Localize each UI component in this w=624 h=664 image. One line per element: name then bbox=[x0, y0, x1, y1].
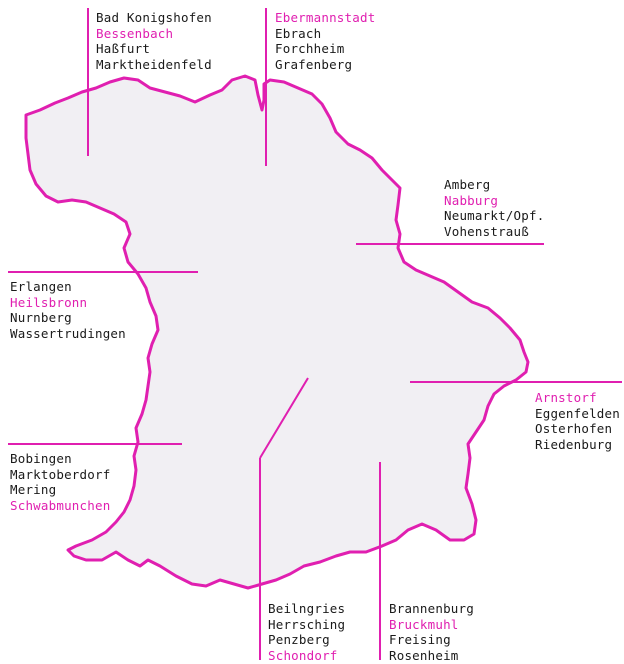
town-label: Brannenburg bbox=[389, 601, 474, 616]
town-group-south-central: Beilngries Herrsching Penzberg Schondorf bbox=[268, 601, 345, 663]
town-label: Grafenberg bbox=[275, 56, 353, 72]
town-group-north-central: Ebermannstadt Ebrach Forchheim Grafenber… bbox=[275, 10, 375, 72]
town-label: Osterhofen bbox=[535, 421, 613, 436]
town-group-north-west: Bad Konigshofen Bessenbach Haßfurt Markt… bbox=[96, 10, 212, 72]
town-label: Nabburg bbox=[444, 192, 499, 208]
town-label: Marktheidenfeld bbox=[96, 56, 212, 72]
town-label: Bobingen bbox=[10, 451, 72, 466]
town-label: Penzberg bbox=[268, 632, 330, 647]
town-group-south-east: Brannenburg Bruckmuhl Freising Rosenheim bbox=[389, 601, 474, 663]
town-label: Eggenfelden bbox=[535, 405, 620, 421]
town-label: Riedenburg bbox=[535, 436, 613, 452]
town-label: Wassertrudingen bbox=[10, 325, 126, 341]
town-label: Freising bbox=[389, 632, 451, 647]
leader-line-south-central bbox=[259, 377, 309, 459]
town-label: Bruckmuhl bbox=[389, 616, 459, 632]
town-label: Rosenheim bbox=[389, 647, 459, 663]
town-label: Arnstorf bbox=[535, 390, 597, 405]
town-group-west: Erlangen Heilsbronn Nurnberg Wassertrudi… bbox=[10, 279, 126, 341]
town-label: Herrsching bbox=[268, 616, 346, 632]
town-group-east: Arnstorf Eggenfelden Osterhofen Riedenbu… bbox=[535, 390, 620, 452]
town-label: Schwabmunchen bbox=[10, 497, 111, 513]
town-label: Erlangen bbox=[10, 279, 72, 294]
town-label: Haßfurt bbox=[96, 41, 151, 56]
town-label: Heilsbronn bbox=[10, 294, 88, 310]
town-label: Mering bbox=[10, 482, 57, 497]
town-label: Neumarkt/Opf. bbox=[444, 208, 545, 223]
leader-lines bbox=[8, 8, 622, 660]
town-label: Bessenbach bbox=[96, 25, 174, 41]
town-label: Marktoberdorf bbox=[10, 466, 111, 482]
town-label: Nurnberg bbox=[10, 310, 72, 325]
town-label: Bad Konigshofen bbox=[96, 10, 212, 25]
town-label: Ebermannstadt bbox=[275, 10, 376, 25]
bavaria-outline bbox=[24, 74, 530, 590]
town-label: Amberg bbox=[444, 177, 491, 192]
town-label: Beilngries bbox=[268, 601, 346, 616]
town-group-south-west: Bobingen Marktoberdorf Mering Schwabmunc… bbox=[10, 451, 110, 513]
town-label: Ebrach bbox=[275, 25, 322, 41]
town-label: Schondorf bbox=[268, 647, 338, 663]
town-label: Vohenstrauß bbox=[444, 223, 529, 239]
town-label: Forchheim bbox=[275, 41, 345, 56]
town-group-north-east: Amberg Nabburg Neumarkt/Opf. Vohenstrauß bbox=[444, 177, 544, 239]
